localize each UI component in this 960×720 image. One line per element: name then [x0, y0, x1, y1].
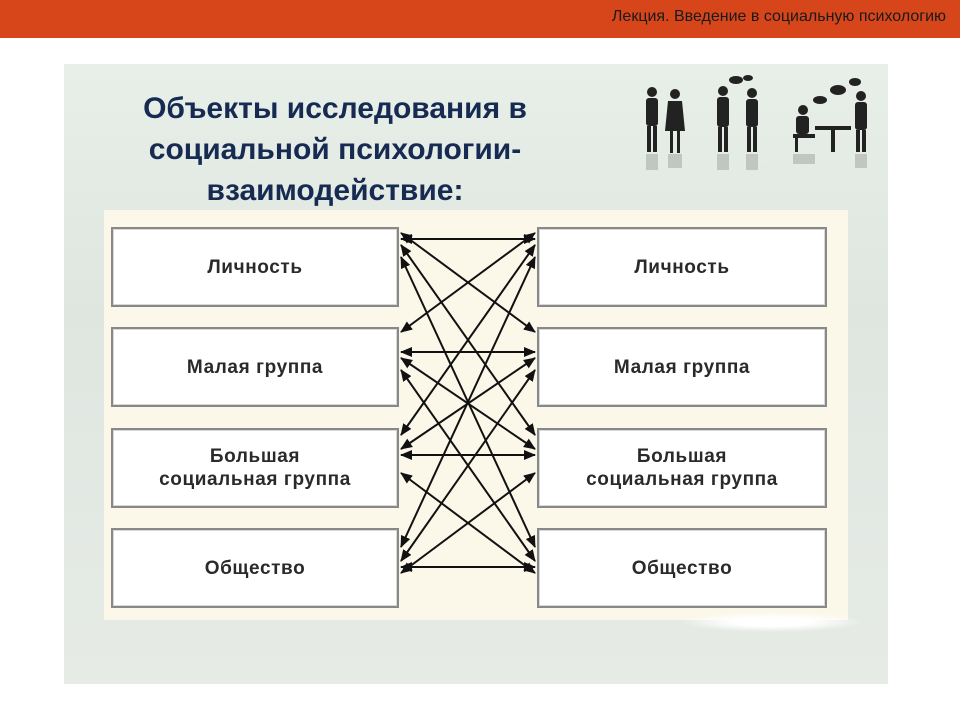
- decorative-glow: [680, 612, 864, 632]
- lecture-title: Лекция. Введение в социальную психологию: [611, 8, 946, 25]
- slide-title-line-2: социальной психологии-: [148, 133, 522, 166]
- right-node-personality: Личность: [537, 227, 827, 307]
- node-label: Личность: [634, 256, 730, 278]
- node-label: Общество: [204, 557, 306, 579]
- left-node-society: Общество: [111, 528, 399, 608]
- node-label: Личность: [207, 256, 303, 278]
- right-node-society: Общество: [537, 528, 827, 608]
- node-label: Большая социальная группа: [586, 446, 778, 490]
- right-node-small-group: Малая группа: [537, 327, 827, 407]
- node-label: Малая группа: [186, 356, 324, 378]
- slide-title-line-3: взаимодействие:: [206, 174, 464, 207]
- right-node-large-social-group: Большая социальная группа: [537, 428, 827, 508]
- left-node-small-group: Малая группа: [111, 327, 399, 407]
- left-node-large-social-group: Большая социальная группа: [111, 428, 399, 508]
- left-node-personality: Личность: [111, 227, 399, 307]
- header-bar: Лекция. Введение в социальную психологию: [0, 0, 960, 38]
- node-label: Общество: [631, 557, 733, 579]
- slide-title: Объекты исследования в социальной психол…: [100, 88, 570, 211]
- node-label: Малая группа: [613, 356, 751, 378]
- people-talking-silhouettes-icon: [646, 75, 867, 170]
- slide-title-line-1: Объекты исследования в: [143, 92, 527, 125]
- node-label: Большая социальная группа: [159, 446, 351, 490]
